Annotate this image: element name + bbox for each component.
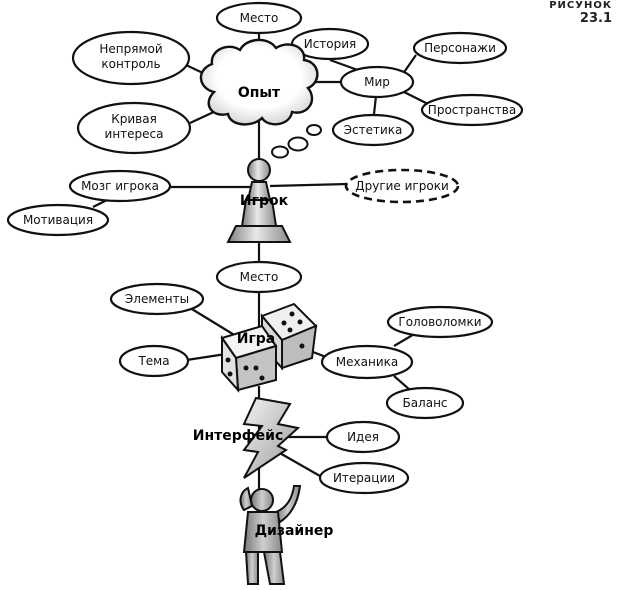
- node-indirect-control-line1: Непрямой: [99, 42, 162, 56]
- dice-icon: Игра: [220, 302, 318, 393]
- figure-caption-number: 23.1: [579, 11, 612, 26]
- node-puzzles-label: Головоломки: [398, 315, 481, 329]
- node-spaces: Пространства: [420, 93, 524, 127]
- experience-label: Опыт: [238, 85, 281, 101]
- node-world: Мир: [339, 65, 415, 99]
- node-motivation-label: Мотивация: [23, 213, 93, 227]
- node-player-mind-label: Мозг игрока: [81, 179, 159, 193]
- node-story-label: История: [304, 37, 357, 51]
- designer-label: Дизайнер: [255, 523, 334, 539]
- node-mechanics-label: Механика: [336, 355, 398, 369]
- pawn-icon: Игрок: [226, 158, 292, 243]
- node-balance-label: Баланс: [402, 396, 447, 410]
- node-place-mid: Место: [215, 260, 303, 294]
- node-puzzles: Головоломки: [386, 305, 494, 339]
- node-aesthetics: Эстетика: [331, 113, 415, 147]
- lightning-bolt-icon: Интерфейс: [193, 396, 301, 479]
- node-interest-curve: Кривая интереса: [76, 101, 192, 155]
- figure-caption-word: РИСУНОК: [549, 0, 612, 11]
- node-place-top: Место: [215, 1, 303, 35]
- node-idea: Идея: [325, 420, 401, 454]
- node-balance: Баланс: [385, 386, 465, 420]
- node-mechanics: Механика: [320, 344, 414, 380]
- node-player-mind: Мозг игрока: [68, 169, 172, 203]
- node-motivation: Мотивация: [6, 203, 110, 237]
- interface-label: Интерфейс: [193, 428, 284, 444]
- node-indirect-control-line2: контроль: [101, 57, 160, 71]
- node-iterations: Итерации: [318, 461, 410, 495]
- node-elements: Элементы: [109, 282, 205, 316]
- node-theme: Тема: [118, 344, 190, 378]
- node-characters-label: Персонажи: [424, 41, 496, 55]
- node-other-players-label: Другие игроки: [355, 179, 449, 193]
- player-label: Игрок: [240, 193, 289, 209]
- thought-bubbles: [271, 124, 322, 159]
- node-characters: Персонажи: [412, 31, 508, 65]
- node-story: История: [290, 27, 370, 61]
- node-theme-label: Тема: [137, 354, 169, 368]
- node-place-mid-label: Место: [240, 270, 279, 284]
- node-indirect-control: Непрямой контроль: [71, 30, 191, 86]
- node-interest-curve-line1: Кривая: [111, 112, 157, 126]
- node-aesthetics-label: Эстетика: [344, 123, 403, 137]
- node-other-players: Другие игроки: [344, 168, 460, 204]
- node-idea-label: Идея: [347, 430, 379, 444]
- experience-cloud: Опыт: [199, 38, 319, 126]
- game-label: Игра: [237, 331, 276, 347]
- node-place-top-label: Место: [240, 11, 279, 25]
- designer-figure-icon: Дизайнер: [239, 485, 334, 585]
- node-world-label: Мир: [364, 75, 390, 89]
- figure-label: РИСУНОК 23.1: [549, 0, 612, 26]
- node-elements-label: Элементы: [125, 292, 189, 306]
- node-spaces-label: Пространства: [428, 103, 516, 117]
- node-iterations-label: Итерации: [333, 471, 395, 485]
- node-interest-curve-line2: интереса: [105, 127, 164, 141]
